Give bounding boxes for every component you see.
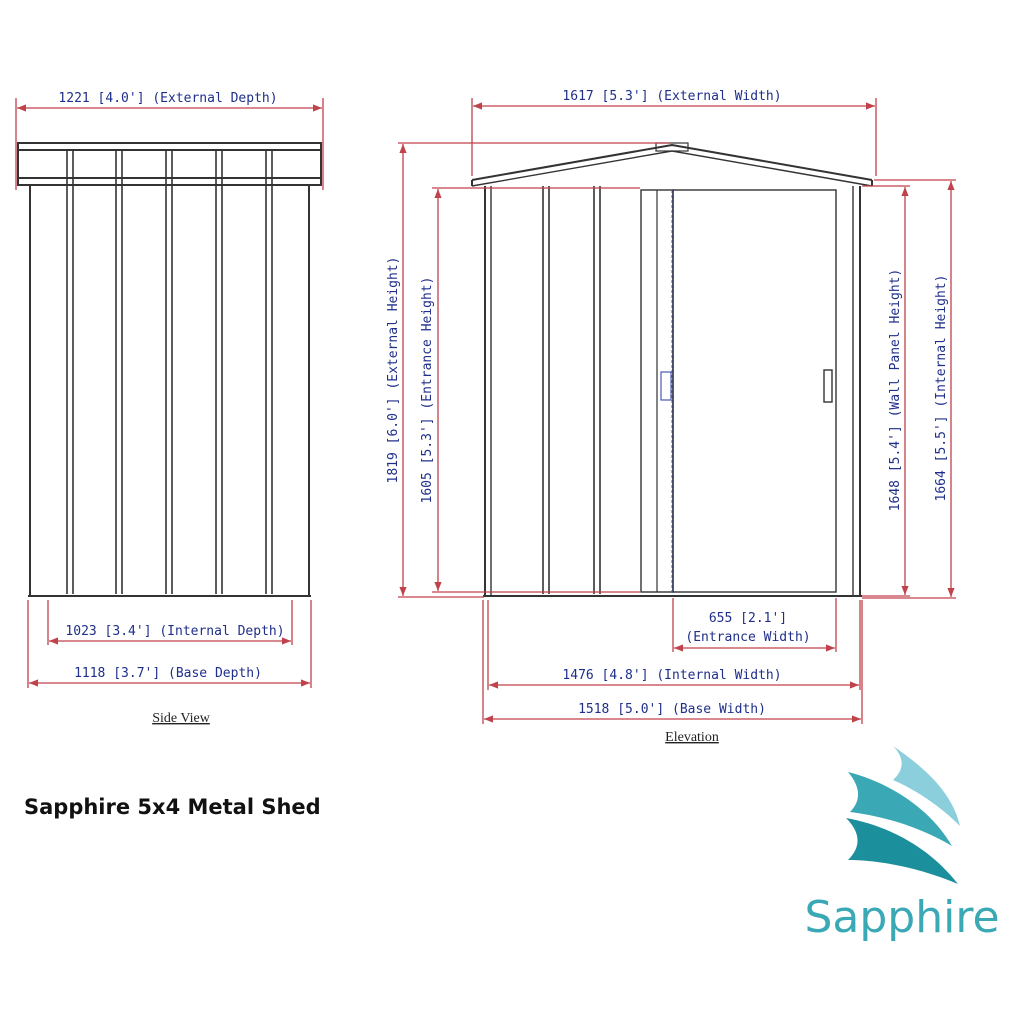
side-view — [17, 142, 322, 597]
elevation-internal-width-label: 1476 [4.8'] (Internal Width) — [562, 668, 781, 683]
right-door — [672, 189, 837, 593]
elevation-ribs — [542, 186, 601, 594]
side-view-caption: Side View — [152, 711, 211, 726]
door-latch — [660, 371, 672, 401]
elevation-entrance-height-label: 1605 [5.3'] (Entrance Height) — [420, 277, 435, 504]
elevation-dimension-lines — [398, 98, 956, 724]
side-base-depth-label: 1118 [3.7'] (Base Depth) — [74, 666, 262, 681]
elevation-entrance-width-value: 655 [2.1'] — [709, 611, 787, 626]
elevation-caption: Elevation — [665, 730, 719, 745]
side-internal-depth-label: 1023 [3.4'] (Internal Depth) — [65, 624, 284, 639]
elevation-external-width-label: 1617 [5.3'] (External Width) — [562, 89, 781, 104]
door-handle — [823, 369, 833, 403]
roof-ridge-cap — [655, 142, 689, 152]
product-title: Sapphire 5x4 Metal Shed — [24, 795, 321, 819]
elevation-base-width-label: 1518 [5.0'] (Base Width) — [578, 702, 766, 717]
sapphire-wave-logo-icon — [846, 746, 960, 884]
side-external-depth-label: 1221 [4.0'] (External Depth) — [58, 91, 277, 106]
elevation-roof — [471, 143, 873, 181]
brand-name: Sapphire — [804, 892, 999, 943]
side-dimension-lines — [15, 98, 324, 688]
side-ribs — [66, 150, 273, 594]
elevation-view — [471, 142, 873, 597]
elevation-external-height-label: 1819 [6.0'] (External Height) — [386, 257, 401, 484]
elevation-entrance-width-label: (Entrance Width) — [685, 630, 810, 645]
elevation-internal-height-label: 1664 [5.5'] (Internal Height) — [934, 275, 949, 502]
elevation-wall-panel-height-label: 1648 [5.4'] (Wall Panel Height) — [888, 269, 903, 512]
